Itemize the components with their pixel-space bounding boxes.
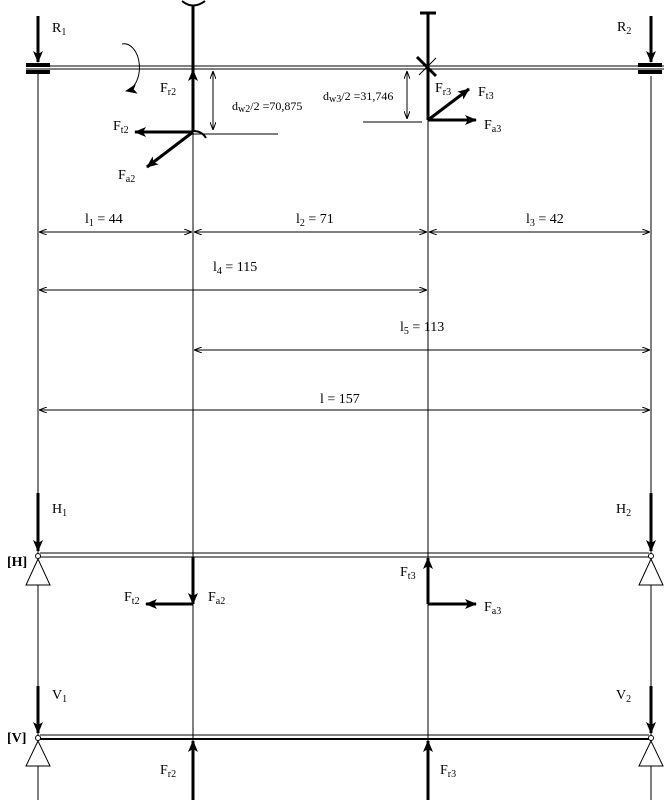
dimension-label-l2: l2 = 71 (296, 212, 334, 229)
support-triangle-v-right (638, 739, 664, 767)
label-ft2-h: Ft2 (124, 590, 140, 607)
plane-label-h: [H] (7, 555, 27, 570)
label-fr3: Fr3 (435, 81, 451, 98)
label-r1: R1 (52, 21, 66, 38)
horizontal-plane-diagram: [H] H1 H2 Ft2 Fa2 Ft3 Fa3 (7, 493, 664, 617)
label-h1: H1 (52, 502, 67, 519)
dimension-label-l1: l1 = 44 (85, 212, 123, 229)
label-v2: V2 (616, 688, 631, 705)
label-fr3-v: Fr3 (440, 763, 456, 780)
force-arrow-ft3 (427, 87, 470, 122)
label-fa2: Fa2 (118, 168, 135, 185)
vertical-plane-diagram: [V] V1 V2 Fr2 Fr3 (7, 686, 664, 800)
pin-v-left (35, 735, 41, 741)
dimension-label-dw3: dw3/2 =31,746 (323, 89, 393, 105)
shaft-layout: R1 R2 Fr2 Ft2 Fa2 dw2/2 =70,875 Fr3 Ft3 … (26, 0, 664, 800)
pin-h-right (648, 553, 654, 559)
label-ft2: Ft2 (113, 119, 129, 136)
label-fa3: Fa3 (484, 118, 501, 135)
support-triangle-h-left (25, 557, 51, 586)
force-arrow-fa2 (146, 130, 194, 169)
label-fr2-v: Fr2 (160, 763, 176, 780)
support-triangle-v-left (25, 739, 51, 767)
label-r2: R2 (617, 20, 631, 37)
support-triangle-h-right (638, 557, 664, 586)
plane-label-v: [V] (7, 731, 26, 746)
gear-2-top-arc (181, 0, 206, 7)
gear-3-cross-b (418, 57, 437, 76)
dimension-label-l5: l5 = 113 (400, 320, 444, 337)
label-v1: V1 (52, 688, 67, 705)
torque-arrow-icon (121, 43, 140, 94)
dimension-label-dw2: dw2/2 =70,875 (232, 99, 302, 115)
length-dimensions: l1 = 44 l2 = 71 l3 = 42 l4 = 115 l5 = 11… (39, 212, 650, 410)
label-h2: H2 (616, 502, 631, 519)
dimension-label-l4: l4 = 115 (213, 260, 257, 277)
label-ft3-h: Ft3 (400, 565, 416, 582)
label-fa3-h: Fa3 (484, 600, 501, 617)
label-ft3: Ft3 (478, 85, 494, 102)
label-fa2-h: Fa2 (208, 590, 225, 607)
gear-3-cross (415, 55, 438, 78)
pin-v-right (648, 735, 654, 741)
dimension-label-l-total: l = 157 (320, 392, 360, 407)
pin-h-left (35, 553, 41, 559)
label-fr2: Fr2 (160, 81, 176, 98)
dimension-label-l3: l3 = 42 (526, 212, 564, 229)
